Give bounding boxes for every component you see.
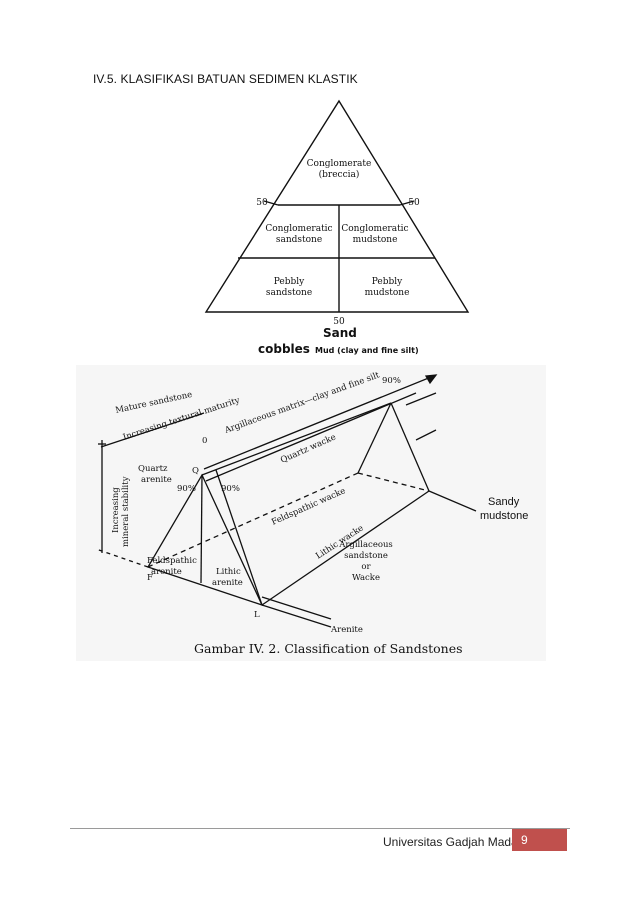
sandstone-classification-diagram: Mature sandstone Increasing textural mat… [76, 365, 546, 661]
label-quartz-arenite-2: arenite [141, 475, 172, 485]
region-pebbly-sandstone: Pebbly [274, 277, 305, 287]
region-pebbly-mudstone-2: mudstone [365, 288, 410, 298]
footer-institution: Universitas Gadjah Mada [383, 835, 518, 849]
label-lithic-arenite-2: arenite [212, 578, 243, 588]
conglomerate-classification-triangle: Conglomerate (breccia) Conglomeratic san… [198, 95, 480, 357]
region-breccia: (breccia) [319, 169, 360, 180]
mark-right-50: 50 [408, 198, 420, 208]
region-pebbly-sandstone-2: sandstone [266, 288, 312, 298]
label-zero: 0 [202, 436, 207, 446]
label-ninety-left: 90% [177, 484, 196, 494]
label-sandy-mudstone: Sandy [488, 496, 520, 508]
figure-caption: Gambar IV. 2. Classification of Sandston… [194, 641, 463, 656]
label-quartz-arenite: Quartz [138, 464, 168, 474]
label-increasing-mineral-stability: Increasing [111, 487, 121, 533]
region-conglomeratic-mudstone: Conglomeratic [341, 224, 408, 234]
legend-sand: Sand [323, 326, 357, 340]
page-number: 9 [512, 829, 567, 851]
label-argillaceous-sandstone: Argillaceous [338, 540, 393, 550]
footer-rule [70, 828, 570, 829]
label-feldspathic-arenite-2: arenite [151, 567, 182, 577]
label-lithic-arenite: Lithic [216, 567, 241, 577]
mark-left-50: 50 [256, 198, 268, 208]
legend-cobbles: cobbles [258, 342, 310, 356]
mark-bottom-50: 50 [333, 317, 345, 327]
region-pebbly-mudstone: Pebbly [372, 277, 403, 287]
label-ninety-right: 90% [221, 484, 240, 494]
legend-mud: Mud (clay and fine silt) [315, 346, 419, 355]
label-sandy-mudstone-2: mudstone [480, 510, 528, 522]
label-argillaceous-sandstone-4: Wacke [352, 573, 380, 583]
label-arenite: Arenite [330, 625, 363, 635]
label-ninety-top: 90% [382, 376, 401, 386]
label-argillaceous-sandstone-2: sandstone [344, 551, 388, 561]
region-conglomeratic-sandstone: Conglomeratic [265, 224, 332, 234]
label-increasing-mineral-stability-2: mineral stability [121, 476, 131, 547]
region-conglomeratic-sandstone-2: sandstone [276, 235, 322, 245]
region-conglomeratic-mudstone-2: mudstone [353, 235, 398, 245]
label-f-vertex: F [147, 573, 153, 583]
section-heading: IV.5. KLASIFIKASI BATUAN SEDIMEN KLASTIK [93, 72, 358, 86]
label-argillaceous-sandstone-3: or [361, 562, 371, 572]
label-feldspathic-arenite: Feldspathic [147, 556, 197, 566]
region-conglomerate: Conglomerate [307, 159, 372, 169]
label-q-vertex: Q [192, 466, 199, 476]
label-l-vertex: L [254, 610, 260, 620]
